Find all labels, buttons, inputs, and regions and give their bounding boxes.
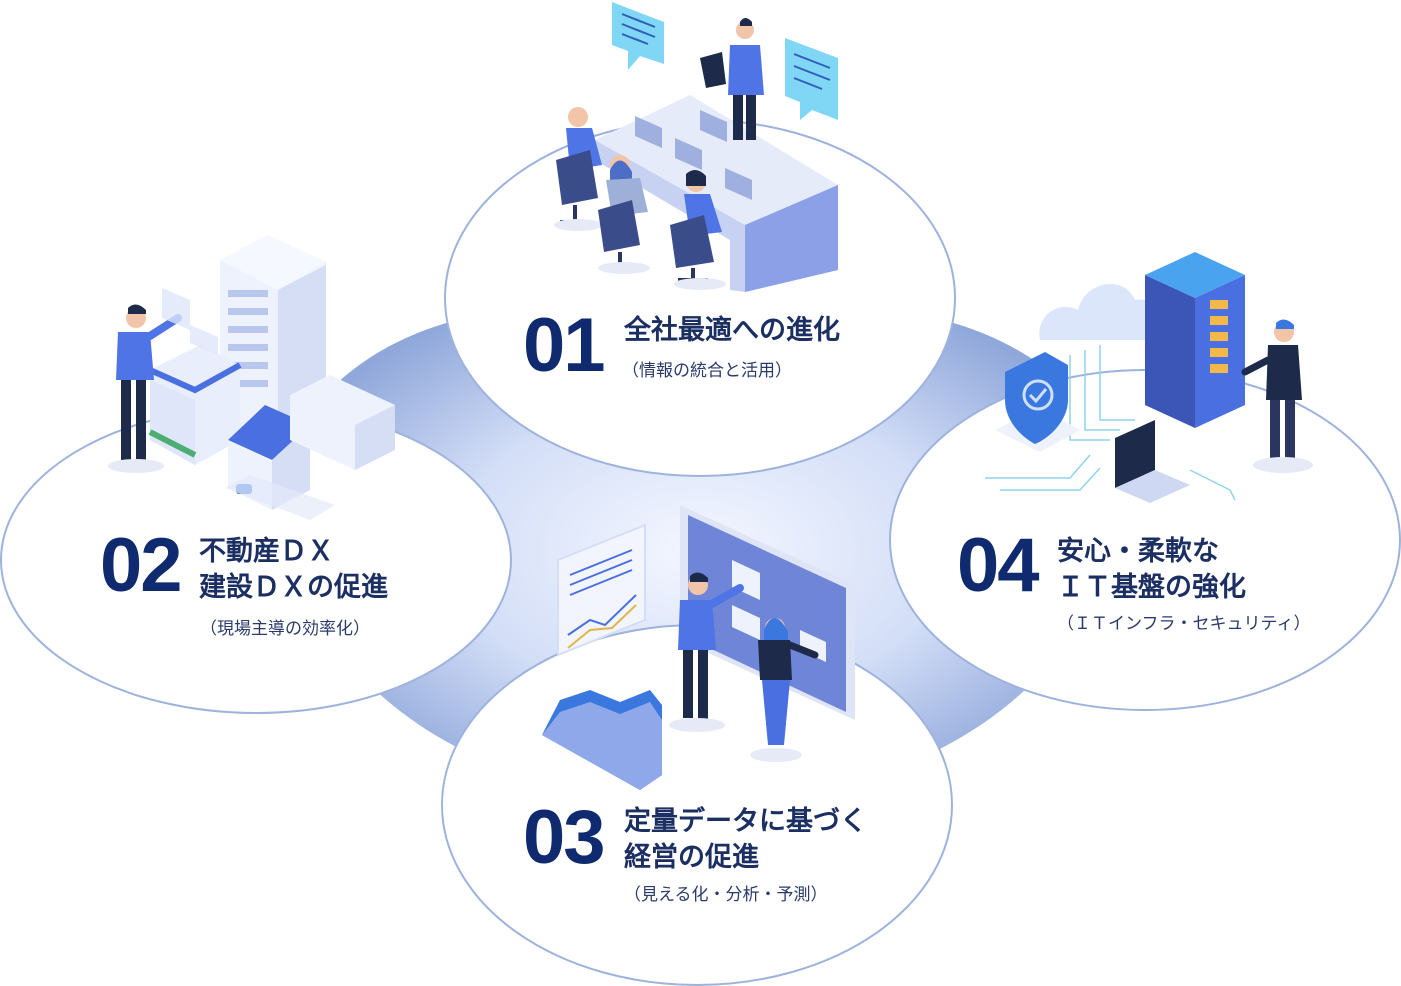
chat-bubble-icon xyxy=(612,2,664,70)
item-subtitle: （情報の統合と活用） xyxy=(622,361,792,381)
it-infrastructure-illustration xyxy=(985,252,1313,503)
item-subtitle: （見える化・分析・予測） xyxy=(624,885,828,905)
item-title: 全社最適への進化 xyxy=(624,315,840,346)
item-title: 定量データに基づく 経営の促進 xyxy=(624,806,867,873)
cloud-icon xyxy=(1039,283,1163,340)
item-subtitle: （ＩＴインフラ・セキュリティ） xyxy=(1057,614,1311,634)
item-number: 04 xyxy=(957,523,1040,608)
item-number: 02 xyxy=(100,523,183,608)
buildings-illustration xyxy=(108,235,395,520)
check-icon xyxy=(1022,379,1054,411)
chat-bubble-icon xyxy=(785,38,838,120)
office-team-illustration xyxy=(554,2,838,292)
item-number: 03 xyxy=(523,795,606,880)
item-number: 01 xyxy=(523,303,606,388)
item-subtitle: （現場主導の効率化） xyxy=(200,619,370,639)
data-analysis-illustration xyxy=(542,505,855,790)
laptop-icon xyxy=(1115,420,1155,488)
item-title: 安心・柔軟な ＩＴ基盤の強化 xyxy=(1057,536,1246,603)
shield-icon xyxy=(1005,352,1068,444)
item-title: 不動産ＤＸ 建設ＤＸの促進 xyxy=(199,536,388,603)
